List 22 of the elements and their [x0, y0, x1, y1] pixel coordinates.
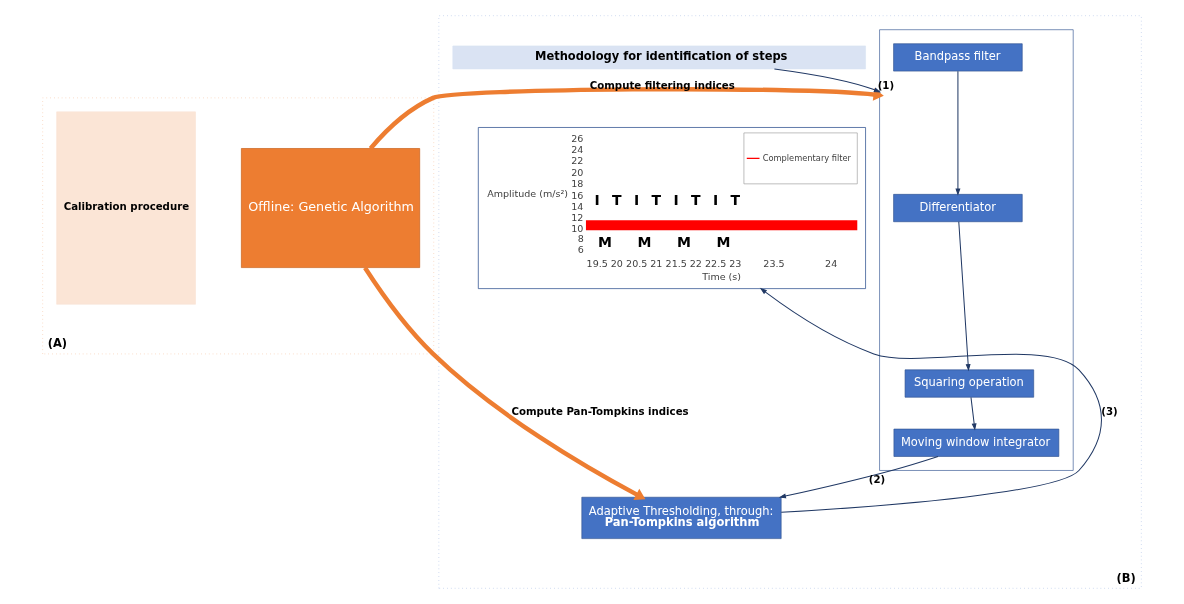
node-box: Squaring operation	[904, 369, 1035, 398]
node-box: Calibration procedure	[56, 111, 196, 305]
arrow	[759, 287, 1102, 513]
arrow	[773, 68, 881, 93]
node-box: Differentiator	[893, 194, 1023, 223]
arrow	[778, 455, 939, 499]
arrow	[970, 396, 977, 431]
node-box: Offline: Genetic Algorithm	[241, 148, 421, 268]
node-box: Methodology for identification of steps	[452, 45, 866, 70]
arrow	[368, 87, 884, 150]
node-box: Bandpass filter	[893, 43, 1023, 72]
node-box: Moving window integrator	[893, 428, 1060, 457]
edge-label: Compute Pan-Tompkins indices	[511, 405, 689, 417]
cluster	[879, 29, 1074, 471]
node-box: Adaptive Thresholding, through: Pan-Tompkins algorithm	[581, 496, 782, 539]
edge-label: (3)	[1101, 405, 1118, 417]
arrow	[958, 221, 971, 372]
node-box: Amplitude (m/s²) 26 24 22 20 18 16 14 12 10 8 6 Complementary filter I T I T I T I T M M M M 19.5 20 20.5 21 21.5 22 22.5 23 23.5 24 Time (s)	[477, 127, 866, 289]
arrow	[363, 266, 646, 500]
edge-label: (2)	[868, 474, 886, 486]
edge-label: (1)	[877, 79, 895, 91]
arrow	[955, 70, 961, 196]
